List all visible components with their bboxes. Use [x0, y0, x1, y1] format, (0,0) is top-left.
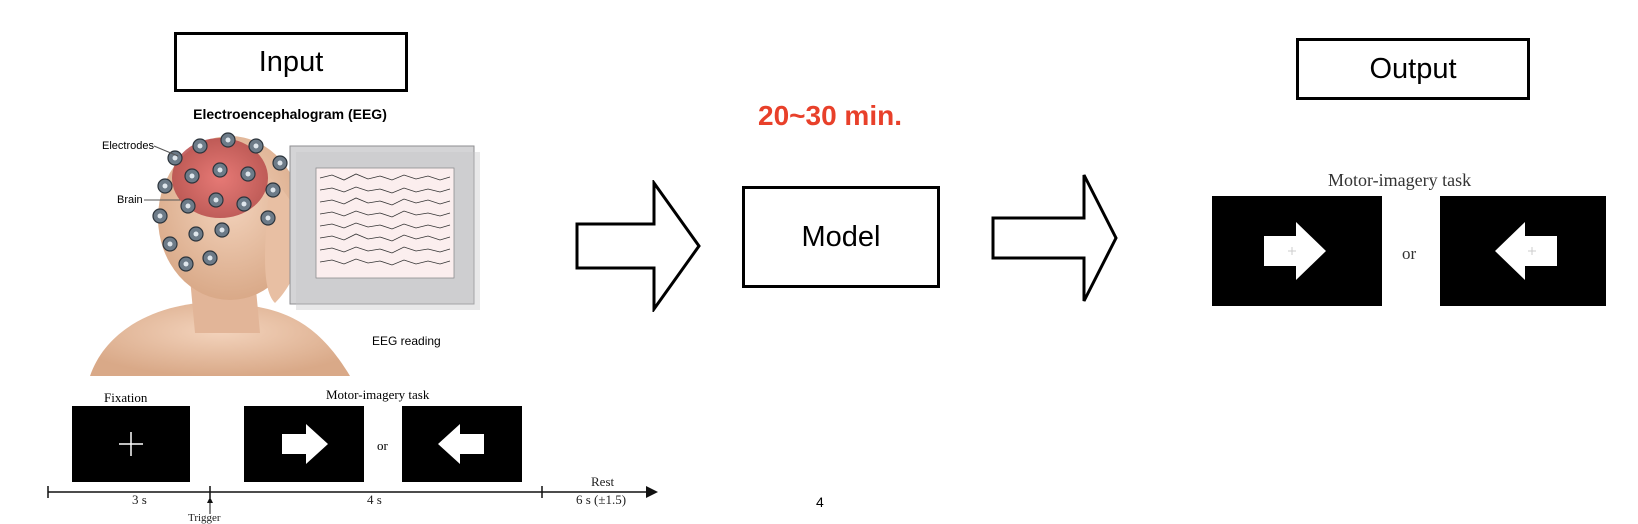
timeline-rest-label: Rest — [591, 474, 615, 489]
eeg-reading-label: EEG reading — [372, 334, 441, 348]
brain-label: Brain — [117, 194, 143, 206]
electrode-centers — [157, 137, 283, 267]
timeline-seg1: 3 s — [132, 492, 147, 507]
output-left-arrow-icon — [1495, 222, 1557, 280]
electrodes-label: Electrodes — [102, 140, 154, 152]
motor-task-label: Motor-imagery task — [326, 387, 430, 402]
model-box: Model — [742, 186, 940, 288]
timeline-trigger: Trigger — [188, 512, 221, 524]
output-left-arrow-screen — [1440, 196, 1606, 306]
output-task-label: Motor-imagery task — [1328, 170, 1472, 190]
fixation-label: Fixation — [104, 390, 148, 405]
fixation-screen — [72, 406, 190, 482]
eeg-title: Electroencephalogram (EEG) — [193, 106, 387, 122]
duration-label: 20~30 min. — [758, 100, 902, 131]
shoulders-shape — [90, 302, 350, 376]
timeline-seg2: 4 s — [367, 492, 382, 507]
or-label-input: or — [377, 438, 388, 453]
model-label: Model — [801, 220, 881, 253]
output-label-box: Output — [1296, 38, 1530, 100]
page-number: 4 — [816, 494, 824, 510]
eeg-monitor — [289, 145, 480, 310]
input-label: Input — [258, 45, 324, 78]
or-label-output: or — [1402, 244, 1417, 263]
arrow-to-output — [991, 174, 1118, 302]
arrow-to-model — [575, 180, 701, 312]
right-arrow-icon — [282, 424, 328, 464]
trial-timeline — [47, 486, 658, 514]
eeg-illustration — [90, 132, 480, 376]
left-arrow-screen — [402, 406, 522, 482]
input-label-box: Input — [174, 32, 408, 92]
electrode-grid — [152, 132, 288, 272]
output-right-arrow-screen — [1212, 196, 1382, 306]
left-arrow-icon — [438, 424, 484, 464]
fixation-cross-icon — [119, 432, 143, 456]
output-label: Output — [1369, 52, 1457, 85]
right-arrow-screen — [244, 406, 364, 482]
output-right-arrow-icon — [1264, 222, 1326, 280]
timeline-rest-time: 6 s (±1.5) — [576, 492, 627, 507]
